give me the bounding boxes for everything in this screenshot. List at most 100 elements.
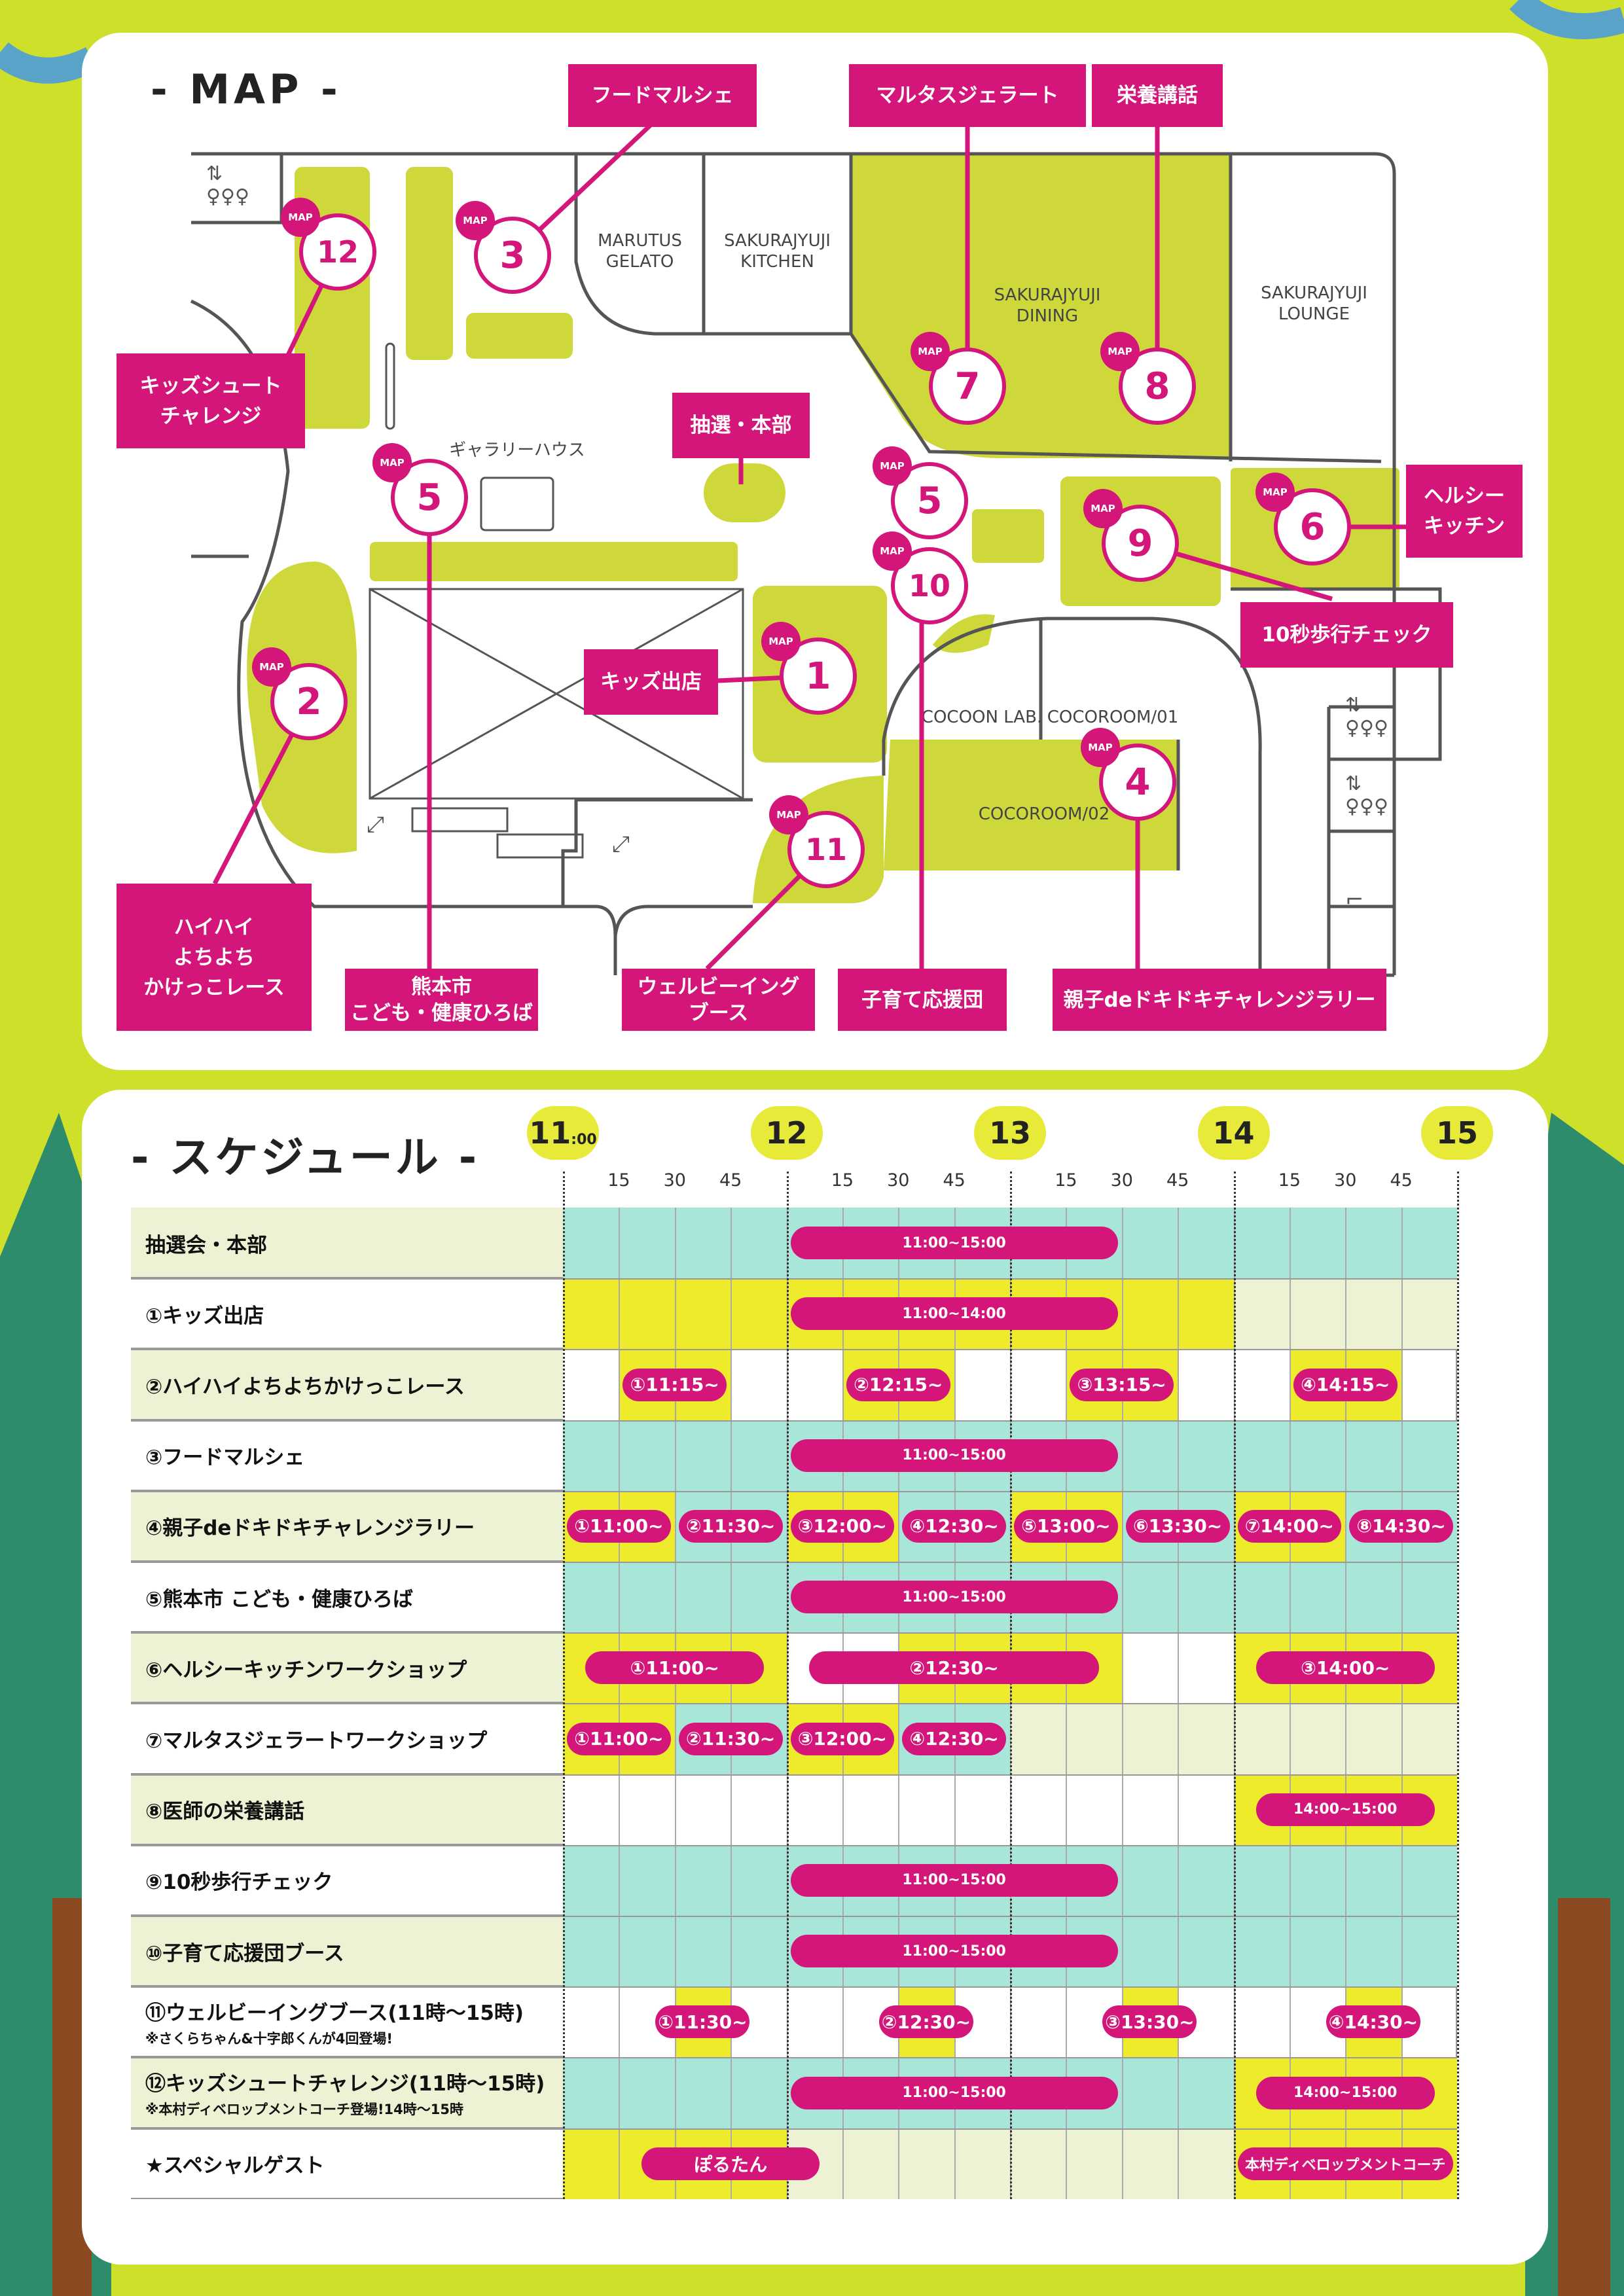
schedule-event-pill[interactable]: ④12:30~ bbox=[902, 1722, 1006, 1755]
schedule-event-pill[interactable]: ②11:30~ bbox=[678, 1722, 783, 1755]
schedule-event-pill[interactable]: ③12:00~ bbox=[790, 1509, 895, 1543]
minute-label: 15 bbox=[607, 1170, 630, 1191]
tag-ten-sec-walk[interactable]: 10秒歩行チェック bbox=[1240, 602, 1453, 668]
schedule-event-pill[interactable]: ④14:15~ bbox=[1293, 1368, 1398, 1401]
schedule-event-pill[interactable]: 14:00~15:00 bbox=[1255, 2076, 1435, 2109]
pin-number: 2 bbox=[296, 680, 322, 723]
schedule-event-pill[interactable]: 本村ディベロップメントコーチ bbox=[1237, 2147, 1453, 2180]
hour-marker: 14 bbox=[1197, 1106, 1270, 1160]
schedule-event-pill[interactable]: ⑧14:30~ bbox=[1349, 1509, 1453, 1543]
hour-marker: 13 bbox=[974, 1106, 1046, 1160]
hour-dotted-line bbox=[1010, 1172, 1012, 2199]
room-cocoroom02: COCOROOM/02 bbox=[978, 804, 1110, 824]
restroom-icon: ⇅♀♀♀ bbox=[206, 162, 249, 208]
row-title: ⑫キッズシュートチャレンジ(11時〜15時) bbox=[145, 2072, 545, 2096]
schedule-event-pill[interactable]: 11:00~15:00 bbox=[790, 2076, 1118, 2109]
schedule-event-pill[interactable]: 11:00~15:00 bbox=[790, 1581, 1118, 1614]
tag-wellbeing-booth[interactable]: ウェルビーイングブース bbox=[622, 969, 815, 1031]
minute-label: 15 bbox=[1055, 1170, 1077, 1191]
schedule-event-pill[interactable]: ②12:15~ bbox=[846, 1368, 950, 1401]
tag-healthy-kitchen[interactable]: ヘルシーキッチン bbox=[1406, 465, 1523, 558]
row-label-bg bbox=[131, 1490, 563, 1562]
restroom-icon: ⇅♀♀♀ bbox=[1345, 772, 1388, 818]
row-label-bg bbox=[131, 1278, 563, 1350]
tag-kumamoto-plaza[interactable]: 熊本市こども・健康ひろば bbox=[345, 969, 538, 1031]
row-label-bg bbox=[131, 2057, 563, 2128]
room-line: GELATO bbox=[605, 252, 674, 272]
schedule-event-pill[interactable]: ④12:30~ bbox=[902, 1509, 1006, 1543]
row-label-bg bbox=[131, 1703, 563, 1774]
tag-nutrition-talk[interactable]: 栄養講話 bbox=[1092, 64, 1223, 127]
schedule-event-pill[interactable]: 11:00~15:00 bbox=[790, 1935, 1118, 1968]
tag-line: ブース bbox=[688, 1001, 749, 1025]
schedule-event-pill[interactable]: ⑥13:30~ bbox=[1125, 1509, 1230, 1543]
schedule-event-pill[interactable]: ③13:30~ bbox=[1102, 2005, 1197, 2039]
schedule-event-pill[interactable]: ①11:00~ bbox=[585, 1651, 765, 1685]
schedule-event-pill[interactable]: 11:00~15:00 bbox=[790, 1439, 1118, 1472]
tag-line: チャレンジ bbox=[160, 404, 262, 428]
tag-kids-shop[interactable]: キッズ出店 bbox=[584, 649, 718, 715]
schedule-event-pill[interactable]: ④14:30~ bbox=[1326, 2005, 1420, 2039]
row-title: ⑤熊本市 こども・健康ひろば bbox=[145, 1587, 414, 1611]
hour-marker: 11:00 bbox=[527, 1106, 599, 1160]
tag-line: ハイハイ bbox=[173, 915, 255, 939]
tag-lottery-hq[interactable]: 抽選・本部 bbox=[672, 393, 810, 458]
tree-trunk-right-icon bbox=[1558, 1898, 1610, 2296]
schedule-event-pill[interactable]: ②12:30~ bbox=[878, 2005, 973, 2039]
pin-number: 5 bbox=[916, 479, 943, 522]
room-line: MARUTUS bbox=[598, 231, 682, 251]
schedule-event-pill[interactable]: ①11:00~ bbox=[567, 1722, 671, 1755]
map-badge: MAP bbox=[281, 198, 320, 237]
row-title: ①キッズ出店 bbox=[145, 1304, 264, 1328]
minute-label: 15 bbox=[831, 1170, 854, 1191]
schedule-event-pill[interactable]: 11:00~15:00 bbox=[790, 1227, 1118, 1260]
schedule-row-label: ③フードマルシェ bbox=[131, 1420, 563, 1491]
schedule-row-label: ⑫キッズシュートチャレンジ(11時〜15時) ※本村ディベロップメントコーチ登場!… bbox=[131, 2057, 563, 2128]
schedule-event-pill[interactable]: ②11:30~ bbox=[678, 1509, 783, 1543]
tag-food-marche[interactable]: フードマルシェ bbox=[568, 64, 757, 127]
tag-marutas-gelato[interactable]: マルタスジェラート bbox=[849, 64, 1086, 127]
minute-label: 30 bbox=[663, 1170, 686, 1191]
schedule-row-label: 抽選会・本部 bbox=[131, 1208, 563, 1278]
tag-parenting-support[interactable]: 子育て応援団 bbox=[838, 969, 1007, 1031]
tag-rally[interactable]: 親子deドキドキチャレンジラリー bbox=[1053, 969, 1386, 1031]
row-note: ※本村ディベロップメントコーチ登場!14時〜15時 bbox=[145, 2101, 463, 2117]
grid-row-line bbox=[131, 2128, 1457, 2130]
schedule-event-pill[interactable]: 11:00~14:00 bbox=[790, 1297, 1118, 1331]
schedule-event-pill[interactable]: ③12:00~ bbox=[790, 1722, 895, 1755]
schedule-event-pill[interactable]: ②12:30~ bbox=[808, 1651, 1100, 1685]
schedule-event-pill[interactable]: ①11:15~ bbox=[623, 1368, 727, 1401]
map-badge: MAP bbox=[1100, 332, 1140, 371]
schedule-event-pill[interactable]: ③13:15~ bbox=[1070, 1368, 1174, 1401]
pin-number: 12 bbox=[316, 234, 359, 270]
schedule-title: - スケジュール - bbox=[131, 1132, 480, 1183]
schedule-event-pill[interactable]: ①11:30~ bbox=[655, 2005, 750, 2039]
tag-kids-shoot[interactable]: キッズシュートチャレンジ bbox=[117, 353, 305, 448]
minute-label: 30 bbox=[1334, 1170, 1357, 1191]
schedule-event-pill[interactable]: ③14:00~ bbox=[1255, 1651, 1435, 1685]
schedule-event-pill[interactable]: ⑦14:00~ bbox=[1237, 1509, 1342, 1543]
schedule-event-pill[interactable]: ⑤13:00~ bbox=[1014, 1509, 1118, 1543]
schedule-event-pill[interactable]: 14:00~15:00 bbox=[1255, 1793, 1435, 1826]
map-badge: MAP bbox=[252, 647, 291, 687]
schedule-event-pill[interactable]: ぽるたん bbox=[641, 2147, 820, 2180]
tag-crawl-race[interactable]: ハイハイよちよちかけっこレース bbox=[117, 884, 312, 1031]
restroom-icon: ⇅♀♀♀ bbox=[1345, 694, 1388, 740]
pin-number: 8 bbox=[1144, 365, 1170, 408]
schedule-event-pill[interactable]: 11:00~15:00 bbox=[790, 1863, 1118, 1897]
schedule-event-pill[interactable]: ①11:00~ bbox=[567, 1509, 671, 1543]
